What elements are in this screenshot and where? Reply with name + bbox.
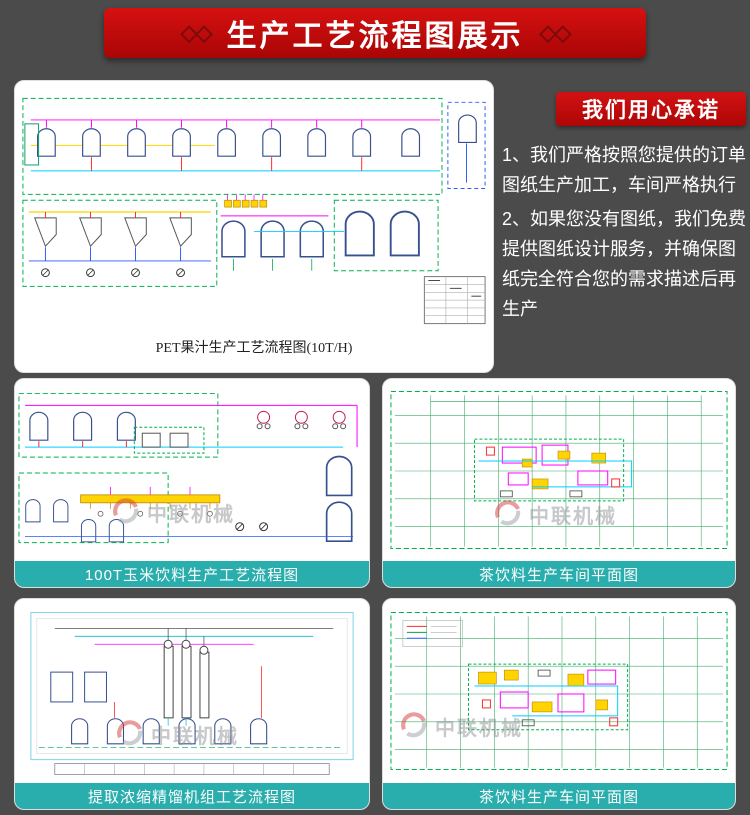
banner-diamond-right-icon: ◇◇ [539, 20, 572, 45]
promise-badge: 我们用心承诺 [556, 92, 746, 126]
extraction-unit-flow-diagram [30, 611, 354, 775]
tea-plant-layout-diagram-2 [390, 611, 728, 771]
card-corn-beverage-flow: 100T玉米饮料生产工艺流程图 中联机械 [14, 378, 370, 588]
card-extraction-unit-flow: 提取浓缩精馏机组工艺流程图 中联机械 [14, 598, 370, 810]
main-diagram-caption: PET果汁生产工艺流程图(10T/H) [155, 341, 353, 356]
banner-diamond-left-icon: ◇◇ [180, 20, 213, 45]
promise-text: 1、我们严格按照您提供的订单图纸生产加工，车间严格执行 2、如果您没有图纸，我们… [502, 140, 746, 324]
caption-corn-beverage-flow: 100T玉米饮料生产工艺流程图 [15, 561, 369, 587]
card-pet-juice-flow: PET果汁生产工艺流程图(10T/H) [14, 80, 494, 373]
pet-juice-flow-diagram [22, 97, 486, 325]
corn-beverage-flow-diagram [18, 392, 358, 544]
promise-item-1: 1、我们严格按照您提供的订单图纸生产加工，车间严格执行 [502, 145, 747, 195]
caption-tea-plant-layout-1: 茶饮料生产车间平面图 [383, 561, 735, 587]
promise-item-2: 2、如果您没有图纸，我们免费提供图纸设计服务，并确保图纸完全符合您的需求描述后再… [502, 209, 747, 319]
caption-tea-plant-layout-2: 茶饮料生产车间平面图 [383, 783, 735, 809]
card-tea-plant-layout-2: 茶饮料生产车间平面图 中联机械 [382, 598, 736, 810]
promise-panel: 我们用心承诺 1、我们严格按照您提供的订单图纸生产加工，车间严格执行 2、如果您… [502, 92, 746, 324]
card-tea-plant-layout-1: 茶饮料生产车间平面图 中联机械 [382, 378, 736, 588]
section-title: 生产工艺流程图展示 [226, 20, 524, 53]
tea-plant-layout-diagram-1 [390, 390, 728, 550]
section-banner: ◇◇ 生产工艺流程图展示 ◇◇ [104, 8, 646, 58]
caption-extraction-unit-flow: 提取浓缩精馏机组工艺流程图 [15, 783, 369, 809]
